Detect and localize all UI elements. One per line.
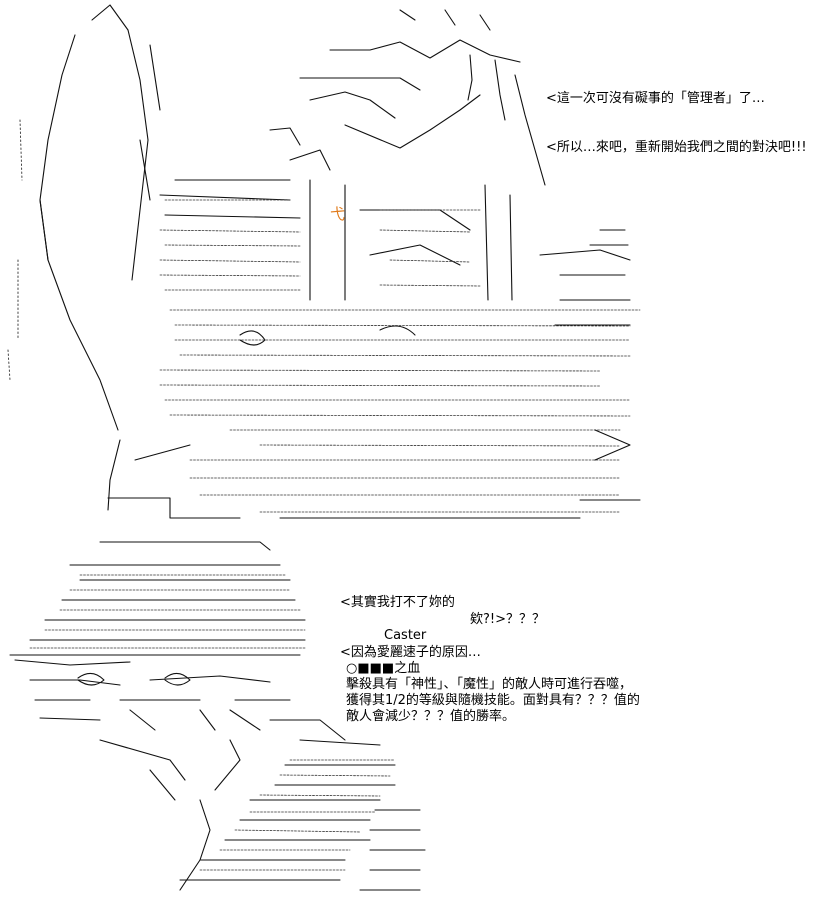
skill-description-line-3: 敵人會減少？？？值的勝率。 (346, 709, 516, 724)
skill-description-line-1: 擊殺具有「神性」、「魔性」的敵人時可進行吞噬， (346, 677, 633, 692)
upper-dialogue-line-1: <這一次可沒有礙事的「管理者」了… (546, 91, 765, 106)
lower-dialogue-line-3: <因為愛麗速子的原因… (340, 645, 481, 660)
speaker-label: Caster (384, 628, 427, 643)
lower-dialogue-line-1: <其實我打不了妳的 (340, 595, 455, 610)
skill-name: ○■■■之血 (346, 661, 421, 676)
accent-glyph: 弋 (330, 205, 346, 223)
lower-dialogue-line-2: 欸?!>？？？ (470, 612, 546, 627)
upper-dialogue-line-2: <所以…來吧，重新開始我們之間的對決吧!!! (546, 140, 807, 155)
lower-character-figure (9, 541, 426, 891)
upper-character-figure (7, 4, 641, 519)
skill-description-line-2: 獲得其1/2的等級與隨機技能。面對具有？？？值的 (346, 693, 640, 708)
